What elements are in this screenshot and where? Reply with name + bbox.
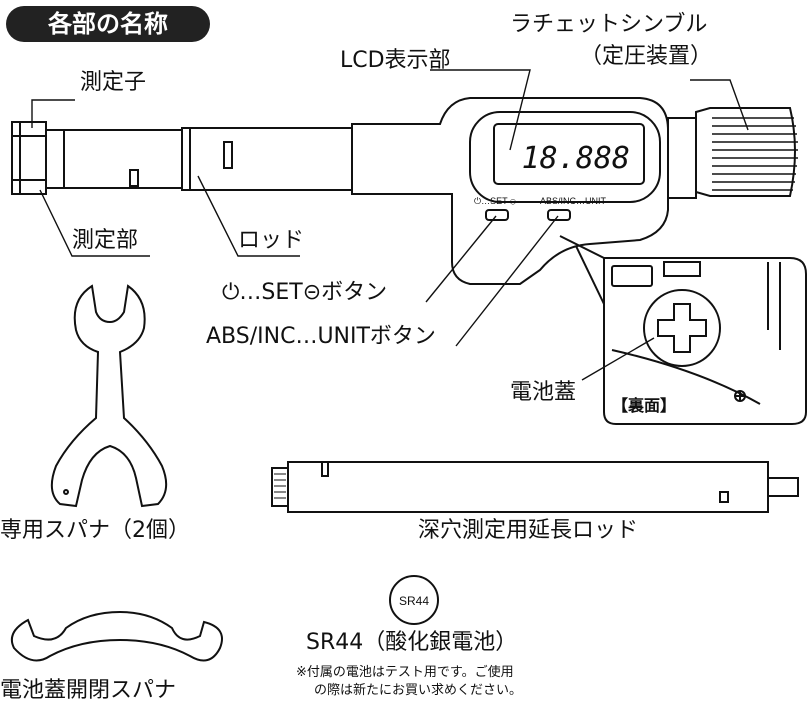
extension-rod-label: 深穴測定用延長ロッド (418, 518, 639, 543)
rod-label: ロッド (238, 228, 305, 253)
battery-cover-disc (643, 289, 721, 367)
measuring-part-body (45, 129, 183, 189)
set-button-caption: ⏻…SET ⊝ (474, 196, 516, 206)
battery-note-line2: の際は新たにお買い求めください。 (314, 683, 523, 698)
unit-button-caption: ABS/INC…UNIT (540, 196, 607, 206)
opener-wrench-label: 電池蓋開閉スパナ (0, 678, 177, 703)
lcd-window (493, 123, 645, 185)
wrench-label: 専用スパナ（2個） (0, 518, 190, 543)
battery-cover-label: 電池蓋 (510, 380, 577, 405)
ratchet-label: ラチェットシンブル (510, 12, 708, 37)
set-button (485, 209, 509, 221)
unit-button (547, 209, 571, 221)
power-button-label: ⏻…SET⊝ボタン (222, 280, 388, 305)
lcd-reading: 18.888 (522, 141, 630, 176)
back-side-label: 【裏面】 (612, 396, 677, 415)
opener-wrench-drawing (10, 610, 223, 662)
battery-icon (389, 575, 439, 625)
abs-button-label: ABS/INC…UNITボタン (206, 324, 436, 349)
lcd-frame (469, 111, 661, 203)
battery-badge: SR44 (399, 594, 429, 608)
extension-rod-body (287, 461, 769, 513)
battery-name-label: SR44（酸化銀電池） (306, 630, 518, 655)
lcd-label: LCD表示部 (340, 48, 451, 73)
measuring-part-label: 測定部 (72, 228, 139, 253)
probe-head (11, 121, 47, 195)
back-side-panel (603, 257, 807, 425)
body-housing (351, 97, 669, 285)
wrench-drawing (50, 284, 168, 508)
battery-note-line1: ※付属の電池はテスト用です。ご使用 (296, 665, 514, 680)
rod-body (181, 127, 353, 191)
ratchet-sub-label: （定圧装置） (580, 44, 713, 69)
section-title: 各部の名称 (6, 6, 210, 42)
probe-label: 測定子 (80, 70, 147, 95)
ratchet-thimble (695, 107, 796, 197)
